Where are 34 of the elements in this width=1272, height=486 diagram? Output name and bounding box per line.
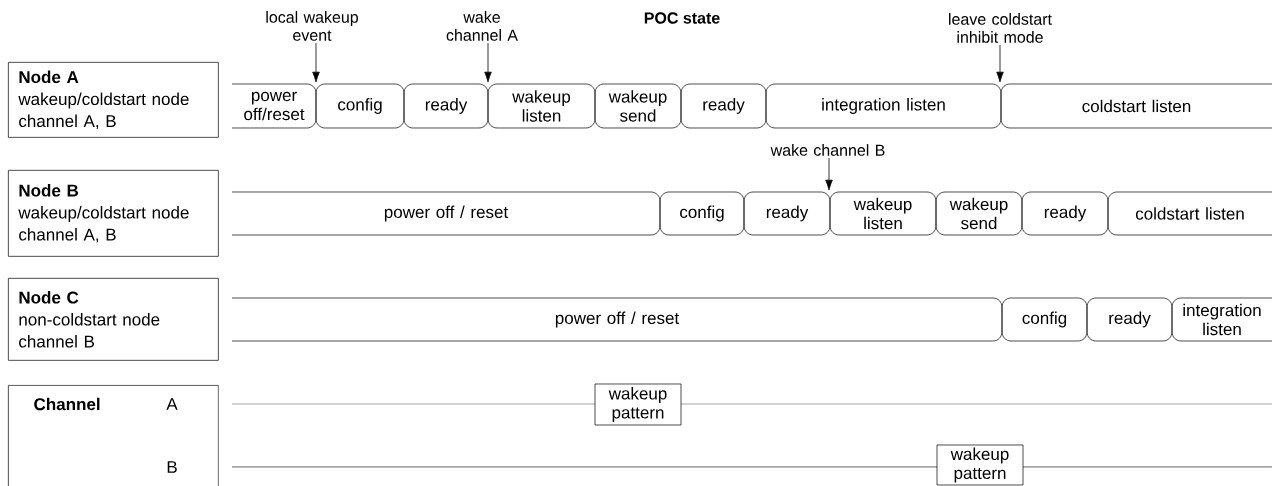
channel-box: Channel A B <box>8 385 219 486</box>
state-box: power off/reset <box>231 83 317 129</box>
event-label: local wakeup event <box>266 11 358 41</box>
state-box: integration listen <box>1171 297 1272 342</box>
node-box: Node A wakeup/coldstart node channel A, B <box>8 62 219 138</box>
state-box: ready <box>403 83 489 129</box>
arrow <box>825 157 833 191</box>
state-box: wakeup send <box>935 191 1023 236</box>
state-box: coldstart listen <box>1000 83 1272 129</box>
state-box: wakeup listen <box>829 191 937 236</box>
state-box: wakeup listen <box>487 83 596 129</box>
state-box: coldstart listen <box>1107 191 1272 236</box>
arrow <box>312 42 320 83</box>
state-box: ready <box>1021 191 1109 236</box>
state-box: config <box>315 83 405 129</box>
state-box: power off / reset <box>231 297 1003 342</box>
state-box: ready <box>1086 297 1173 342</box>
pattern-box: wakeup pattern <box>594 383 682 426</box>
state-box: ready <box>680 83 767 129</box>
state-box: config <box>659 191 745 236</box>
node-box: Node C non-coldstart node channel B <box>8 278 219 361</box>
event-label: wake channel B <box>770 144 885 156</box>
state-box: integration listen <box>765 83 1002 129</box>
state-box: power off / reset <box>231 191 661 236</box>
heading: POC state <box>644 12 720 24</box>
pattern-box: wakeup pattern <box>936 444 1024 486</box>
state-box: config <box>1001 297 1088 342</box>
event-label: wake channel A <box>446 11 518 41</box>
state-box: wakeup send <box>594 83 682 129</box>
arrow <box>484 42 492 83</box>
state-box: ready <box>743 191 831 236</box>
event-label: leave coldstart inhibit mode <box>949 13 1052 43</box>
node-box: Node B wakeup/coldstart node channel A, B <box>8 170 219 257</box>
arrow <box>996 44 1004 83</box>
